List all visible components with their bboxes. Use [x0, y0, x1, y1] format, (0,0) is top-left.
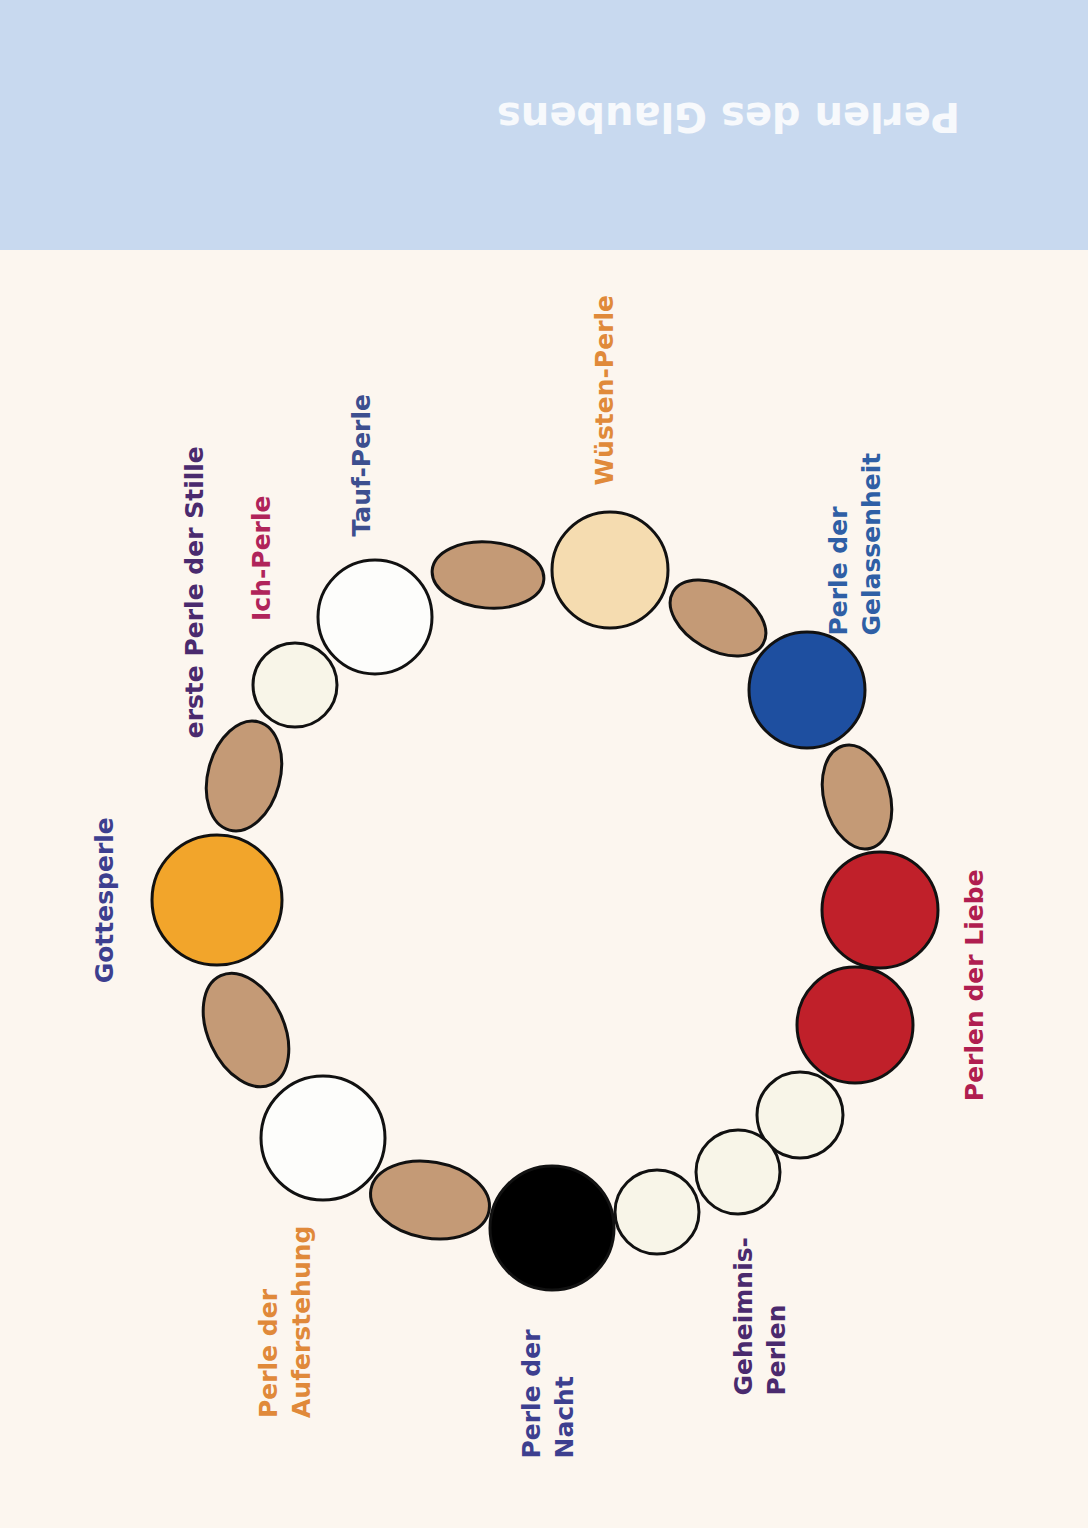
bead-name: Gottesperle [89, 817, 122, 983]
bead-label: Gottesperle [89, 817, 122, 983]
bead [822, 852, 938, 968]
bead-name: Geheimnis-Perlen [728, 1245, 793, 1395]
bead-name: Perlen der Liebe [959, 869, 992, 1101]
bead-name: Wüsten-Perle [589, 295, 622, 485]
bead [195, 713, 294, 840]
bead-name: Tauf-Perle [346, 394, 379, 536]
page-title: Perlen des Glaubens [497, 94, 960, 140]
bead [186, 960, 306, 1101]
bead-label: Ich-Perle [246, 495, 279, 620]
bead [552, 512, 668, 628]
bead [615, 1170, 699, 1254]
bead [749, 632, 865, 748]
bead-name: Perle der Gelassenheit [823, 455, 888, 635]
bead [364, 1152, 495, 1248]
bead-label: Perle der Gelassenheit [823, 455, 888, 635]
bead-label: Wüsten-Perle [589, 295, 622, 485]
bead [152, 835, 282, 965]
bead-label: Tauf-Perle [346, 394, 379, 536]
bead [253, 643, 337, 727]
bead [261, 1076, 385, 1200]
bead-label: Geheimnis-Perlen [728, 1245, 793, 1395]
bead-label: Perlen der Liebe [959, 869, 992, 1101]
bead-name: Ich-Perle [246, 495, 279, 620]
bead-name: Perle der Nacht [516, 1318, 581, 1458]
bead-name: Perle der Auferstehung [253, 1233, 318, 1418]
bead [797, 967, 913, 1083]
bead [811, 737, 902, 856]
bead [490, 1166, 614, 1290]
bead [696, 1130, 780, 1214]
bead-name: erste Perle der Stille [179, 446, 212, 738]
bead [429, 537, 546, 613]
bead [318, 560, 432, 674]
bead-label: erste Perle der Stille [179, 446, 212, 738]
bead-label: Perle der Auferstehung [253, 1233, 318, 1418]
bead-label: Perle der Nacht [516, 1318, 581, 1458]
